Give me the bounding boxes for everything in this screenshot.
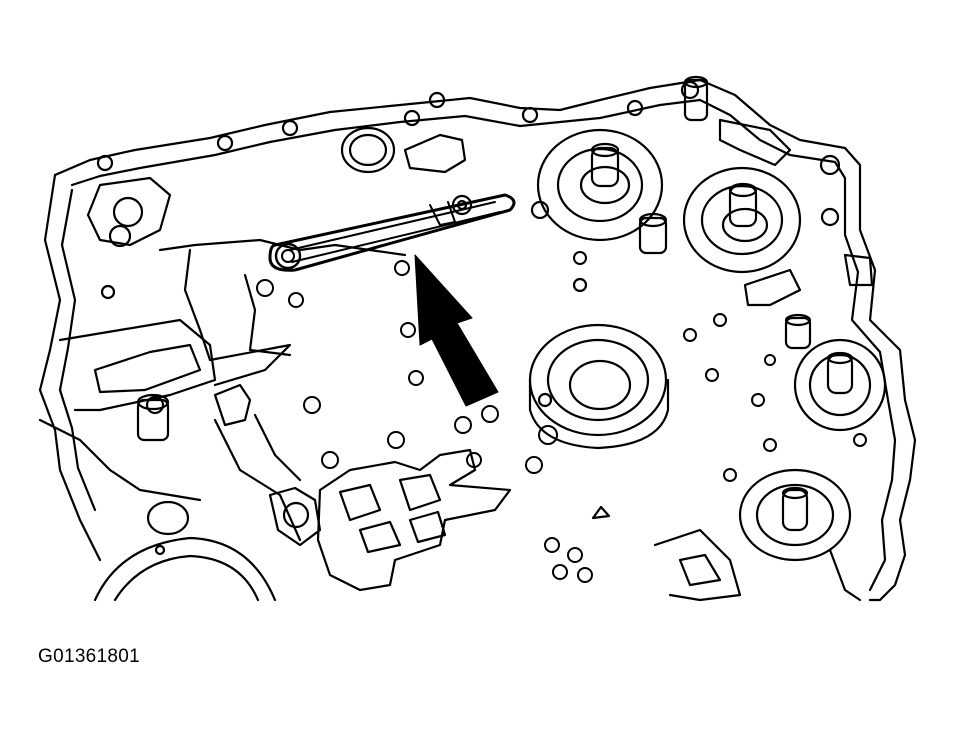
figure-id-label: G01361801 xyxy=(38,646,141,667)
top-cup-inner xyxy=(348,133,388,167)
bolt-hole xyxy=(537,392,553,408)
lower-right-structure xyxy=(678,553,722,587)
housing-outline xyxy=(53,78,917,602)
channel xyxy=(38,418,202,502)
channel xyxy=(213,383,252,427)
lower-housing xyxy=(316,448,512,592)
left-boss-hole xyxy=(112,196,144,228)
left-boss-port xyxy=(108,224,132,248)
housing-inner-outline xyxy=(70,98,897,592)
bolt-hole xyxy=(680,80,700,100)
left-boss xyxy=(86,176,172,247)
channel xyxy=(208,343,292,387)
bolt-hole xyxy=(216,134,234,152)
bracket xyxy=(718,118,792,167)
post xyxy=(683,75,709,122)
bracket xyxy=(743,268,802,307)
bolt-hole xyxy=(100,284,116,300)
plate-edge xyxy=(243,273,292,357)
bolt-hole xyxy=(572,277,588,293)
bolt-hole xyxy=(281,119,299,137)
bracket xyxy=(843,253,874,287)
channel xyxy=(213,418,302,542)
center-bore xyxy=(528,323,670,450)
lever-bolt xyxy=(451,194,473,216)
bolt-hole xyxy=(403,109,421,127)
post xyxy=(638,212,668,255)
top-boss xyxy=(403,133,467,174)
triangle-marker xyxy=(591,505,611,520)
piston-cup xyxy=(738,468,852,562)
piston-cup xyxy=(682,166,802,274)
bolt-hole xyxy=(626,99,644,117)
bolt-hole xyxy=(521,106,539,124)
channel xyxy=(253,413,302,482)
channel xyxy=(58,318,217,412)
lower-boss-hole xyxy=(282,501,310,529)
lower-right-structure xyxy=(828,548,862,602)
bolt-hole xyxy=(96,154,114,172)
detent-lever xyxy=(268,193,516,272)
bolt-hole xyxy=(145,395,165,415)
left-flange xyxy=(38,173,102,562)
piston-cup xyxy=(536,128,664,242)
piston-cup xyxy=(793,338,887,432)
post xyxy=(784,313,812,350)
bolt-hole xyxy=(428,91,446,109)
channel xyxy=(93,343,202,394)
plate-edge xyxy=(183,248,212,362)
bolt-hole xyxy=(819,154,841,176)
left-flange-inner xyxy=(58,188,97,512)
lower-right-structure xyxy=(653,528,742,602)
lever-bolt-inner xyxy=(456,199,468,211)
bolt-hole xyxy=(820,207,840,227)
top-cup xyxy=(340,126,396,174)
arrow-up-icon xyxy=(414,254,499,407)
lower-flange xyxy=(268,486,322,547)
bottom-drum xyxy=(93,500,277,602)
port-holes xyxy=(256,251,867,583)
